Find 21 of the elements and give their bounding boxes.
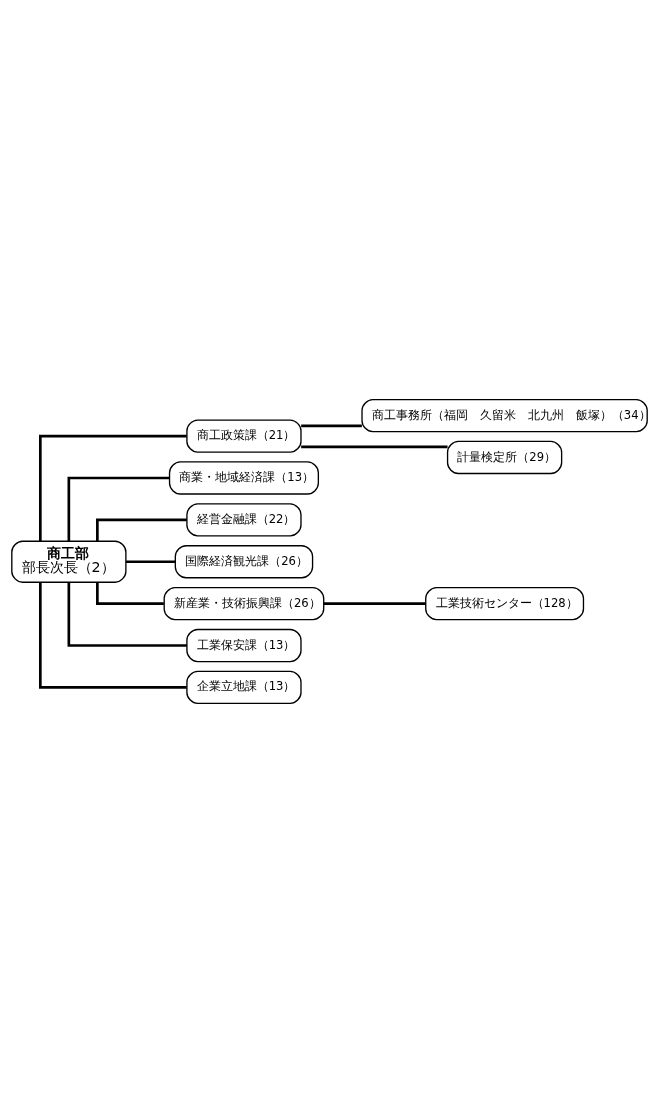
- node-box: 国際経済観光課（26）: [174, 545, 314, 579]
- connector: [96, 518, 187, 542]
- connector: [125, 560, 176, 564]
- connector: [39, 434, 187, 541]
- node-box: 商工政策課（21）: [186, 419, 302, 453]
- connector: [39, 582, 187, 689]
- node-box: 新産業・技術振興課（26）: [163, 586, 325, 621]
- node-box: 商工部 部長次長（2）: [11, 540, 127, 583]
- connector: [96, 582, 164, 605]
- connector: [301, 445, 448, 449]
- connector: [67, 476, 170, 542]
- connector: [323, 602, 426, 605]
- node-box: 工業保安課（13）: [186, 628, 302, 663]
- node-box: 商工事務所（福岡 久留米 北九州 飯塚）（34）: [361, 398, 648, 433]
- node-box: 商業・地域経済課（13）: [168, 461, 320, 495]
- node-box: 計量検定所（29）: [446, 440, 563, 475]
- connector: [67, 582, 187, 647]
- node-box: 経営金融課（22）: [186, 503, 302, 537]
- node-box: 工業技術センター（128）: [425, 586, 585, 621]
- node-box: 企業立地課（13）: [186, 670, 302, 705]
- connector: [301, 424, 362, 428]
